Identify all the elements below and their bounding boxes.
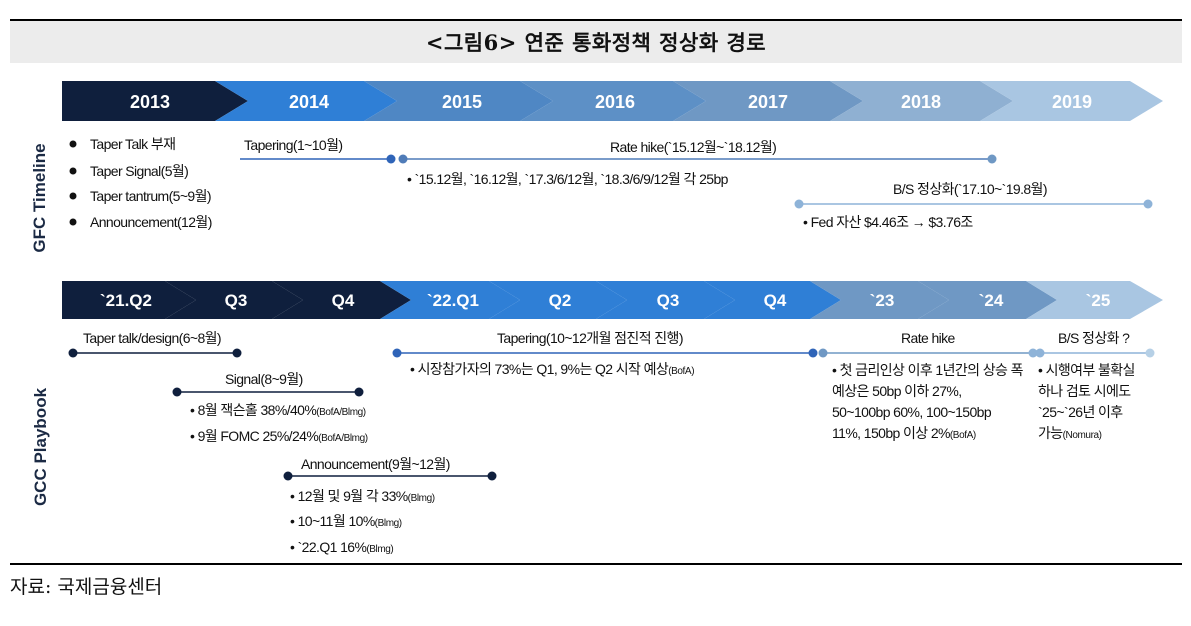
period-22q1: `22.Q1 [427,291,479,310]
chevron-2013 [62,81,248,121]
gcc-bs-label: B/S 정상화 ? [1058,330,1130,346]
year-2019: 2019 [1052,92,1092,112]
figure-title: <그림6> 연준 통화정책 정상화 경로 [425,30,767,55]
chevron-2014 [215,81,397,121]
gcc-ratehike-label: Rate hike [901,330,955,346]
gcc-bs-note: • 시행여부 불확실 하나 검토 시에도 `25~`26년 이후 가능(Nomu… [1038,362,1135,441]
chevron-2018 [830,81,1013,121]
period-22q4: Q4 [764,291,787,310]
gfc-ratehike-note: • `15.12월, `16.12월, `17.3/6/12월, `18.3/6… [407,171,728,187]
chevron-22q2 [489,281,627,319]
bullet-dot [69,192,77,200]
chevron-22q3 [596,281,735,319]
gfc-bs-label: B/S 정상화(`17.10~`19.8월) [893,181,1047,197]
gcc-ratehike-note: • 첫 금리인상 이후 1년간의 상승 폭 예상은 50bp 이하 27%, 5… [832,362,1023,441]
chevron-2019 [980,81,1163,121]
source-note: 자료: 국제금융센터 [10,576,163,598]
gcc-announcement-note-1: • 12월 및 9월 각 33%(Blmg) [290,488,435,504]
gcc-bs-line [1035,348,1155,358]
year-2014: 2014 [289,92,329,112]
chevron-21q3 [165,281,303,319]
year-2015: 2015 [442,92,482,112]
period-21q4: Q4 [332,291,355,310]
bullet-dot [69,167,77,175]
bullet-announcement: Announcement(12월) [90,214,212,230]
gcc-signal-line [172,387,364,397]
gcc-signal-label: Signal(8~9월) [225,371,303,387]
year-2016: 2016 [595,92,635,112]
gfc-ratehike-label: Rate hike(`15.12월~`18.12월) [610,139,777,155]
title-bar: <그림6> 연준 통화정책 정상화 경로 [10,21,1182,63]
gcc-signal-note-2: • 9월 FOMC 25%/24%(BofA/Blmg) [190,428,368,444]
chevron-23 [810,281,949,319]
gcc-announcement-note-3: • `22.Q1 16%(Blmg) [290,539,394,555]
period-21q3: Q3 [225,291,248,310]
bullet-taper-talk: Taper Talk 부재 [90,136,176,152]
bottom-rule [10,563,1182,565]
chevron-24 [918,281,1057,319]
chevron-2015 [364,81,553,121]
gcc-announcement-note-2: • 10~11월 10%(Blmg) [290,513,402,529]
chevron-21q4 [272,281,411,319]
gcc-tapertalk-line [68,348,242,358]
chevron-25 [1026,281,1163,319]
chevron-21q2 [62,281,196,319]
period-21q2: `21.Q2 [100,291,152,310]
gfc-tapering-line [240,154,396,164]
period-24: `24 [979,291,1004,310]
gcc-announcement-line [283,471,497,481]
bullet-taper-signal: Taper Signal(5월) [90,163,189,179]
title-top-rule [10,19,1182,21]
year-2018: 2018 [901,92,941,112]
chevron-2016 [520,81,706,121]
gfc-bs-line [794,199,1153,209]
gcc-tapering-line [392,348,818,358]
gcc-ratehike-line [818,348,1038,358]
bullet-dot [69,140,77,148]
period-25: `25 [1086,291,1111,310]
period-23: `23 [870,291,895,310]
period-22q3: Q3 [657,291,680,310]
gcc-tapering-note: • 시장참가자의 73%는 Q1, 9%는 Q2 시작 예상(BofA) [410,361,695,377]
chevron-2017 [673,81,863,121]
chevron-22q1 [380,281,520,319]
year-2013: 2013 [130,92,170,112]
gfc-bs-note: • Fed 자산 $4.46조 → $3.76조 [803,214,973,230]
bullet-dot [69,218,77,226]
gcc-tapertalk-label: Taper talk/design(6~8월) [83,330,222,346]
chevron-22q4 [704,281,841,319]
year-2017: 2017 [748,92,788,112]
gcc-signal-note-1: • 8월 잭슨홀 38%/40%(BofA/Blmg) [190,402,366,418]
bullet-taper-tantrum: Taper tantrum(5~9월) [90,188,212,204]
gcc-tapering-label: Tapering(10~12개월 점진적 진행) [497,330,683,346]
gfc-tapering-label: Tapering(1~10월) [244,137,343,153]
gcc-announcement-label: Announcement(9월~12월) [301,456,450,472]
period-22q2: Q2 [549,291,572,310]
gfc-ratehike-line [398,154,997,164]
